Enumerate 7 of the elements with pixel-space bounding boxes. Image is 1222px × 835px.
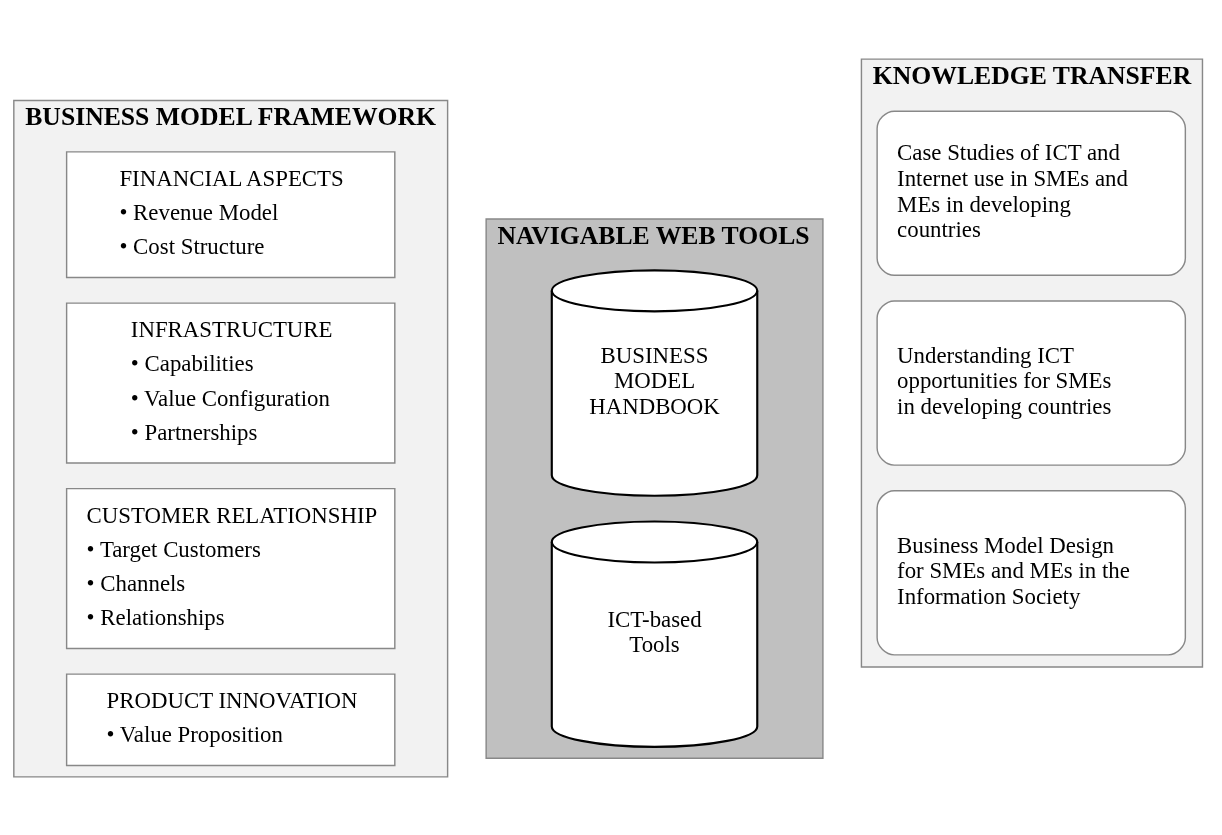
node-box: CUSTOMER RELATIONSHIP • Target Customers • Channels • Relationships (65, 487, 396, 649)
node-box: Business Model Design for SMEs and MEs in the Information Society (876, 489, 1187, 656)
node-box: Case Studies of ICT and Internet use in SMEs and MEs in developing countries (876, 110, 1187, 276)
node-box: PRODUCT INNOVATION • Value Proposition (65, 672, 396, 766)
node-box: Understanding ICT opportunities for SMEs in developing countries (876, 299, 1187, 466)
node-box: FINANCIAL ASPECTS • Revenue Model • Cost Structure (65, 150, 396, 278)
node-box: INFRASTRUCTURE • Capabilities • Value Configuration • Partnerships (65, 301, 396, 464)
